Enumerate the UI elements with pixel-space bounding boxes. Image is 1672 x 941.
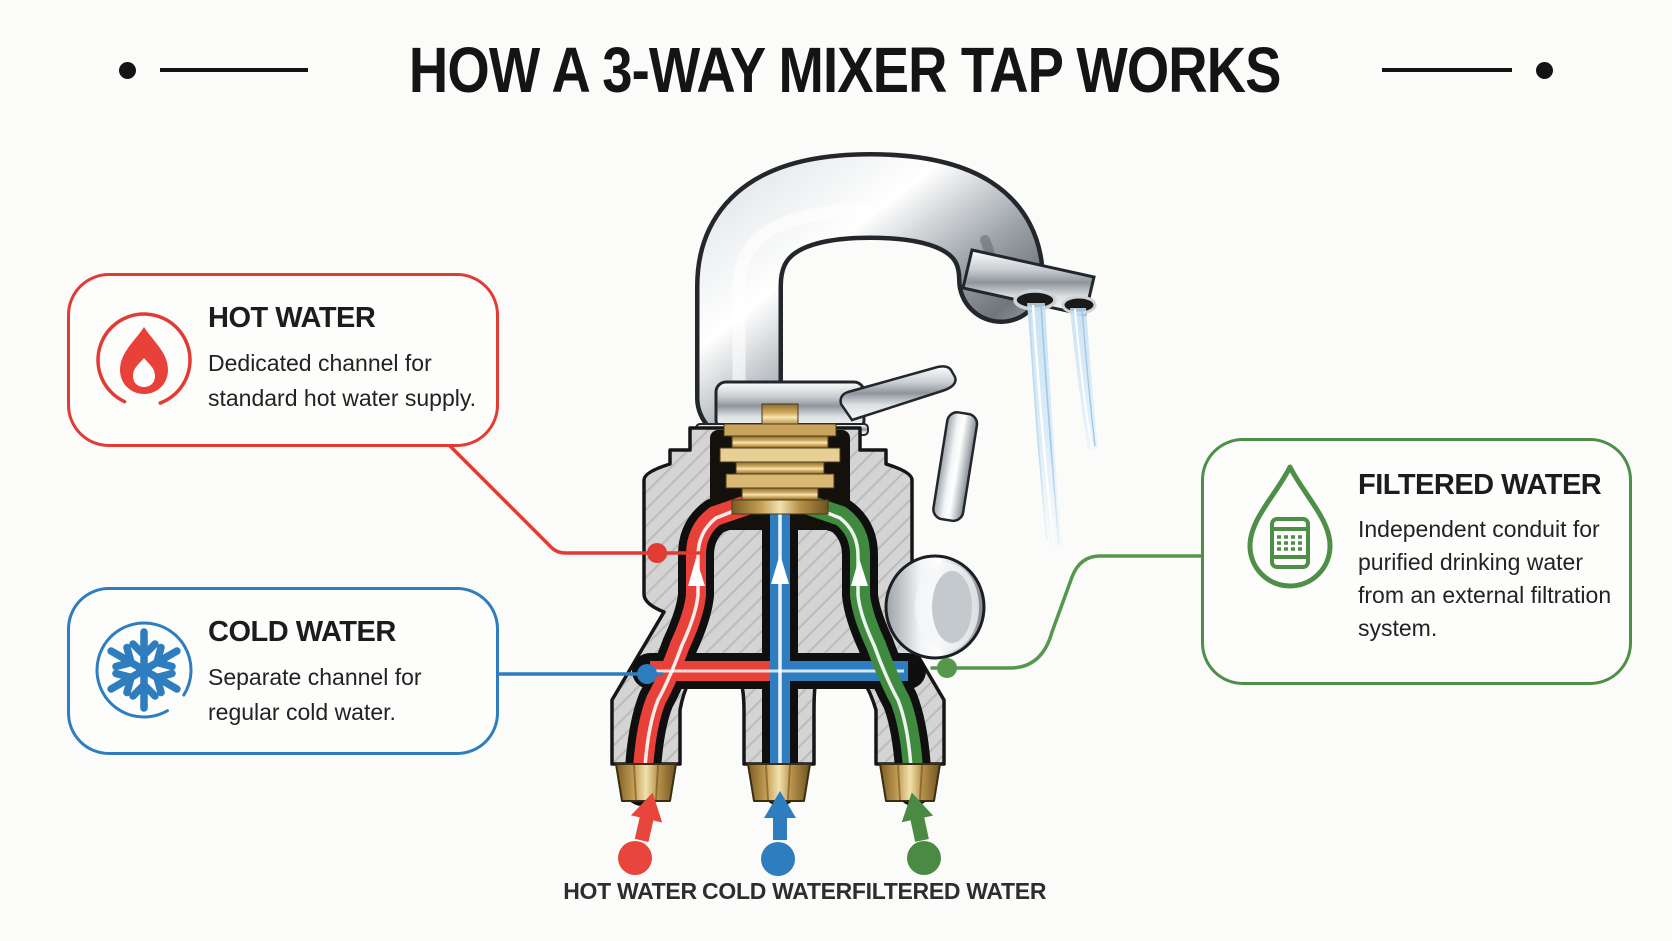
title-right-line: [1381, 68, 1512, 72]
hot-water-description: Dedicated channel for standard hot water…: [208, 350, 477, 411]
water-streams: [1027, 303, 1098, 549]
hot-leader-dot: [647, 543, 667, 563]
filtered-inlet-arrow: [901, 792, 934, 842]
cold-inlet-nut: [747, 763, 811, 802]
title-right-dot: [1535, 61, 1553, 79]
cold-water-description: Separate channel for regular cold water.: [208, 664, 422, 725]
cold-inlet-arrow: [764, 791, 796, 840]
filtered-water-description: Independent conduit for purified drinkin…: [1358, 516, 1612, 641]
cold-water-title: COLD WATER: [208, 616, 396, 648]
snowflake-icon: [92, 618, 196, 722]
handle-lever: [839, 365, 957, 422]
filtered-inlet-nut: [879, 763, 941, 802]
flame-icon: [92, 308, 196, 412]
filter-drop-icon: [1238, 461, 1342, 591]
page-title: HOW A 3-WAY MIXER TAP WORKS: [409, 34, 1282, 106]
faucet-spout: [695, 151, 1097, 442]
inlet-nuts: [615, 763, 941, 802]
hot-inlet-arrow: [630, 792, 663, 842]
hot-inlet-nut: [615, 763, 677, 802]
cold-inlet-dot: [761, 842, 795, 876]
hot-inlet-dot: [618, 841, 652, 875]
side-knob: [884, 554, 986, 660]
side-valve-stem: [932, 411, 979, 523]
inlet-label-cold: COLD WATER: [702, 878, 852, 904]
title-row: HOW A 3-WAY MIXER TAP WORKS: [0, 20, 1672, 120]
cold-leader-dot: [637, 664, 657, 684]
callout-hot-water: HOT WATER Dedicated channel for standard…: [67, 273, 499, 447]
hot-leader-line: [444, 440, 702, 555]
leader-lines: [444, 440, 1203, 684]
filtered-leader-dot: [937, 658, 957, 678]
inlet-label-filtered: FILTERED WATER: [851, 878, 1047, 904]
filtered-leader-line: [930, 554, 1203, 670]
inlet-markers: [618, 791, 941, 876]
hot-water-title: HOT WATER: [208, 302, 376, 334]
filtered-inlet-dot: [907, 841, 941, 875]
title-left-line: [160, 68, 309, 72]
callout-cold-water: COLD WATER Separate channel for regular …: [67, 587, 499, 755]
filtered-channel: [802, 494, 924, 789]
title-left-dot: [119, 61, 137, 79]
filtered-water-title: FILTERED WATER: [1358, 469, 1602, 501]
inlet-label-hot: HOT WATER: [563, 878, 697, 904]
callout-filtered-water: FILTERED WATER Independent conduit for p…: [1201, 438, 1632, 685]
cartridge: [719, 403, 841, 515]
